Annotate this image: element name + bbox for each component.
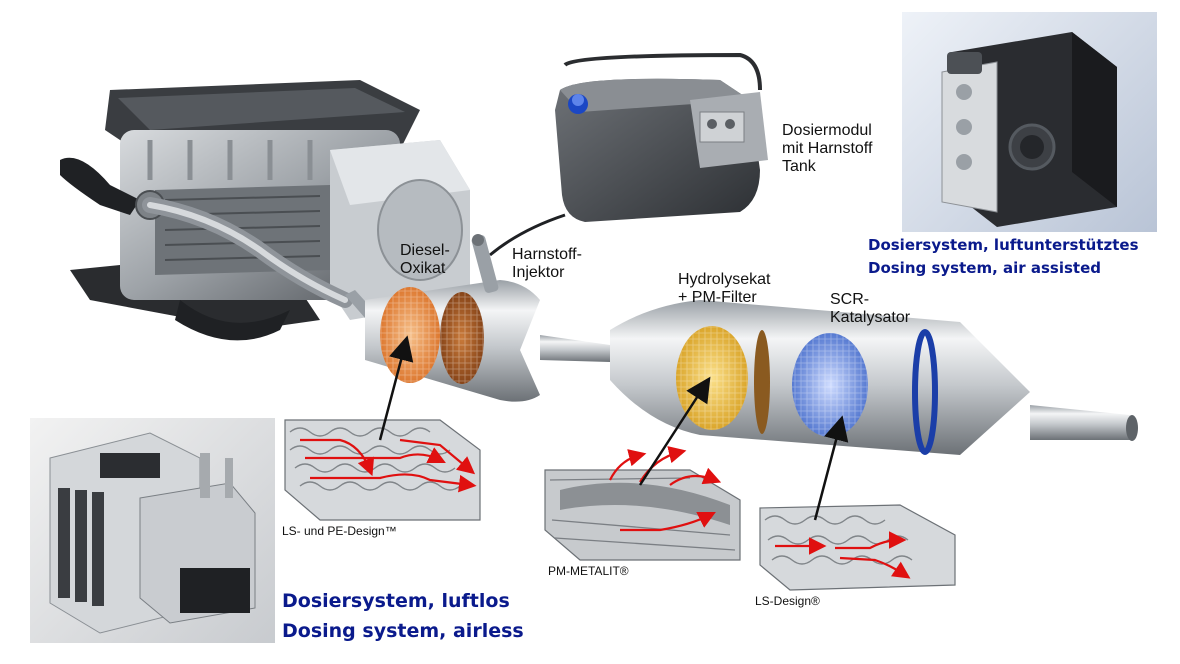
label-diesel-oxikat: Diesel- Oxikat (400, 242, 450, 278)
label-dosiermodul: Dosiermodul mit Harnstoff Tank (782, 122, 872, 176)
substrate-ls-design (759, 504, 956, 591)
airless-unit-image (49, 432, 256, 634)
label-hydrolysekat: Hydrolysekat + PM-Filter (678, 271, 770, 307)
label-harnstoff-injektor: Harnstoff- Injektor (512, 246, 582, 282)
caption-airless-de: Dosiersystem, luftlos (282, 590, 510, 612)
caption-air-assisted-en: Dosing system, air assisted (868, 259, 1102, 277)
label-hydrolysekat-line2: + PM-Filter (678, 289, 757, 306)
label-dosiermodul-line2: mit Harnstoff (782, 140, 873, 157)
caption-air-assisted-de: Dosiersystem, luftunterstütztes (868, 236, 1139, 254)
label-harnstoff-injektor-line2: Injektor (512, 264, 565, 281)
dosing-system-air-assisted-photo (902, 12, 1157, 232)
caption-airless-en: Dosing system, airless (282, 620, 524, 642)
label-hydrolysekat-line1: Hydrolysekat (678, 271, 771, 288)
label-scr-line1: SCR- (830, 291, 870, 308)
label-scr-line2: Katalysator (830, 309, 911, 326)
label-diesel-oxikat-line1: Diesel- (400, 242, 450, 259)
callout-arrows (378, 335, 849, 521)
urea-tank (489, 52, 768, 257)
label-ls-pe-design: LS- und PE-Design™ (282, 524, 397, 538)
label-dosiermodul-line3: Tank (782, 158, 816, 175)
label-pm-metalit: PM-METALIT® (548, 564, 629, 578)
label-dosiermodul-line1: Dosiermodul (782, 122, 872, 139)
label-harnstoff-injektor-line1: Harnstoff- (512, 246, 582, 263)
substrate-pm-metalit (544, 446, 741, 561)
label-diesel-oxikat-line2: Oxikat (400, 260, 446, 277)
label-scr-katalysator: SCR- Katalysator (830, 291, 910, 327)
diesel-engine (60, 80, 470, 341)
substrate-ls-pe (284, 419, 481, 521)
label-ls-design: LS-Design® (755, 594, 820, 608)
dosing-system-airless-photo (30, 418, 275, 643)
air-assisted-unit-image (941, 32, 1117, 227)
